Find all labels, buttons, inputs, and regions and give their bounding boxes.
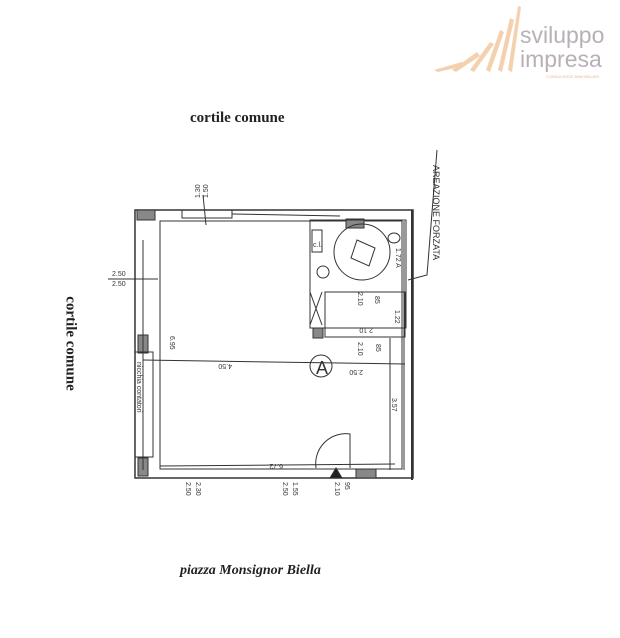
room-marker (309, 354, 333, 378)
ventilation-duct (407, 149, 438, 281)
dim-label: 1.22 (393, 310, 400, 324)
dim-label: 3.57 (390, 398, 397, 412)
dim-label: 2.10 (356, 292, 363, 306)
dim-label: 4.50 (218, 362, 232, 369)
dim-label: 85 (374, 344, 381, 352)
dimension-labels: 1.30 1.50 2.50 2.50 6.95 4.50 2.50 3.57 … (112, 184, 401, 495)
label-bottom-square: piazza Monsignor Biella (180, 563, 321, 578)
dim-label: 2.30 (194, 482, 201, 496)
dim-label: 2.50 (184, 482, 191, 496)
niche-label: nicchia contatori (135, 362, 142, 413)
dim-label: 2.50 (112, 271, 126, 278)
dim-label: 2.50 (112, 281, 126, 288)
logo-line2: impresa (520, 46, 602, 72)
dim-label: 1.72 A (394, 248, 401, 268)
window-top (181, 209, 233, 219)
logo-line1: sviluppo (520, 22, 605, 48)
dim-label: 2.10 (333, 482, 340, 496)
logo-tagline: CONSULENZE IMMOBILIARI (546, 74, 600, 79)
label-top-courtyard: cortile comune (190, 110, 285, 126)
turning-circle (333, 223, 391, 281)
inner-wall (159, 220, 403, 470)
dim-label: 1.50 (203, 184, 210, 198)
storage-label: c.l. (313, 242, 322, 249)
entrance-door (315, 433, 351, 469)
logo: sviluppo impresa CONSULENZE IMMOBILIARI (432, 4, 620, 80)
dim-label: 6.95 (168, 336, 175, 350)
ventilation-label: AREAZIONE FORZATA (431, 165, 441, 260)
room-label: A (316, 358, 328, 378)
dim-label: 2.50 (349, 368, 363, 375)
dim-label: 1.55 (291, 482, 298, 496)
dim-label: 1.30 (195, 184, 202, 198)
dim-label: 85 (373, 296, 380, 304)
dim-label: 2.10 (356, 342, 363, 356)
bathroom (309, 219, 407, 329)
logo-graphic (434, 6, 521, 72)
dim-label: 95 (343, 482, 350, 490)
dim-label: 2.10 (359, 326, 373, 333)
dim-label: 2.50 (281, 482, 288, 496)
dim-label: 6.72 (269, 462, 283, 469)
outer-wall (134, 209, 414, 479)
